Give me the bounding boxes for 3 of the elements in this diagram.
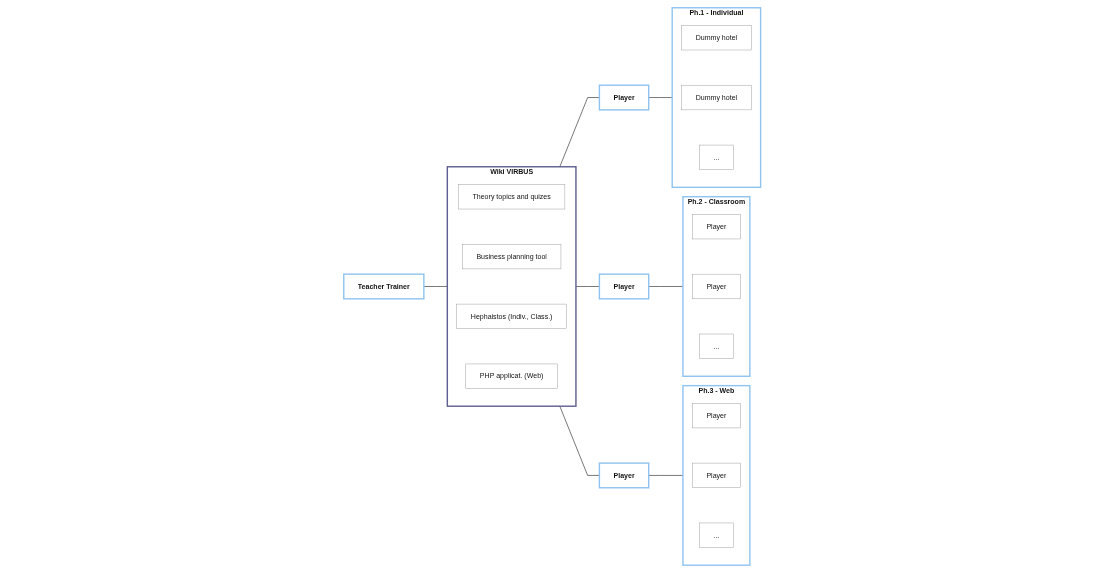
connector bbox=[559, 97, 600, 168]
connector bbox=[423, 286, 448, 287]
connector bbox=[575, 286, 600, 287]
